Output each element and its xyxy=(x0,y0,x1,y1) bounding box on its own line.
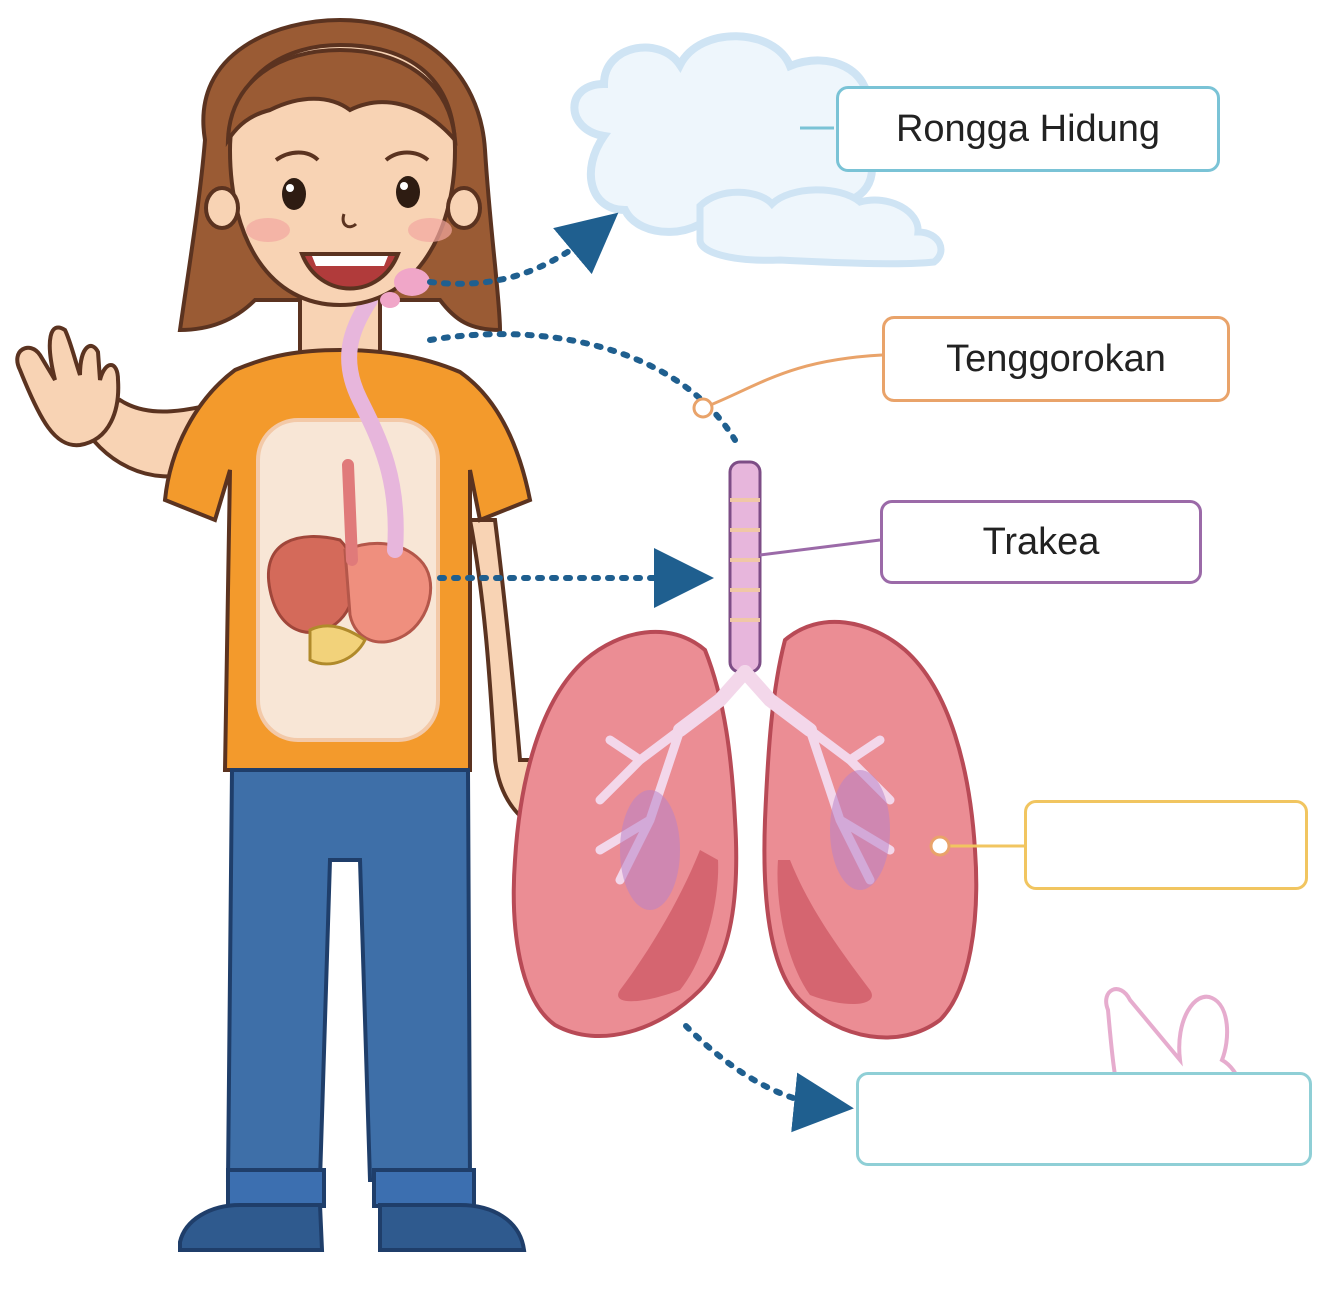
girl-illustration xyxy=(17,20,556,1250)
label-nasal-cavity: Rongga Hidung xyxy=(896,108,1160,151)
arrow-icon xyxy=(686,1026,830,1106)
label-box-exhale-blank[interactable] xyxy=(856,1072,1312,1166)
label-box-trachea: Trakea xyxy=(880,500,1202,584)
label-trachea: Trakea xyxy=(983,521,1100,564)
label-box-nasal-cavity: Rongga Hidung xyxy=(836,86,1220,172)
label-box-lungs-blank[interactable] xyxy=(1024,800,1308,890)
label-box-throat: Tenggorokan xyxy=(882,316,1230,402)
label-throat: Tenggorokan xyxy=(946,338,1166,381)
